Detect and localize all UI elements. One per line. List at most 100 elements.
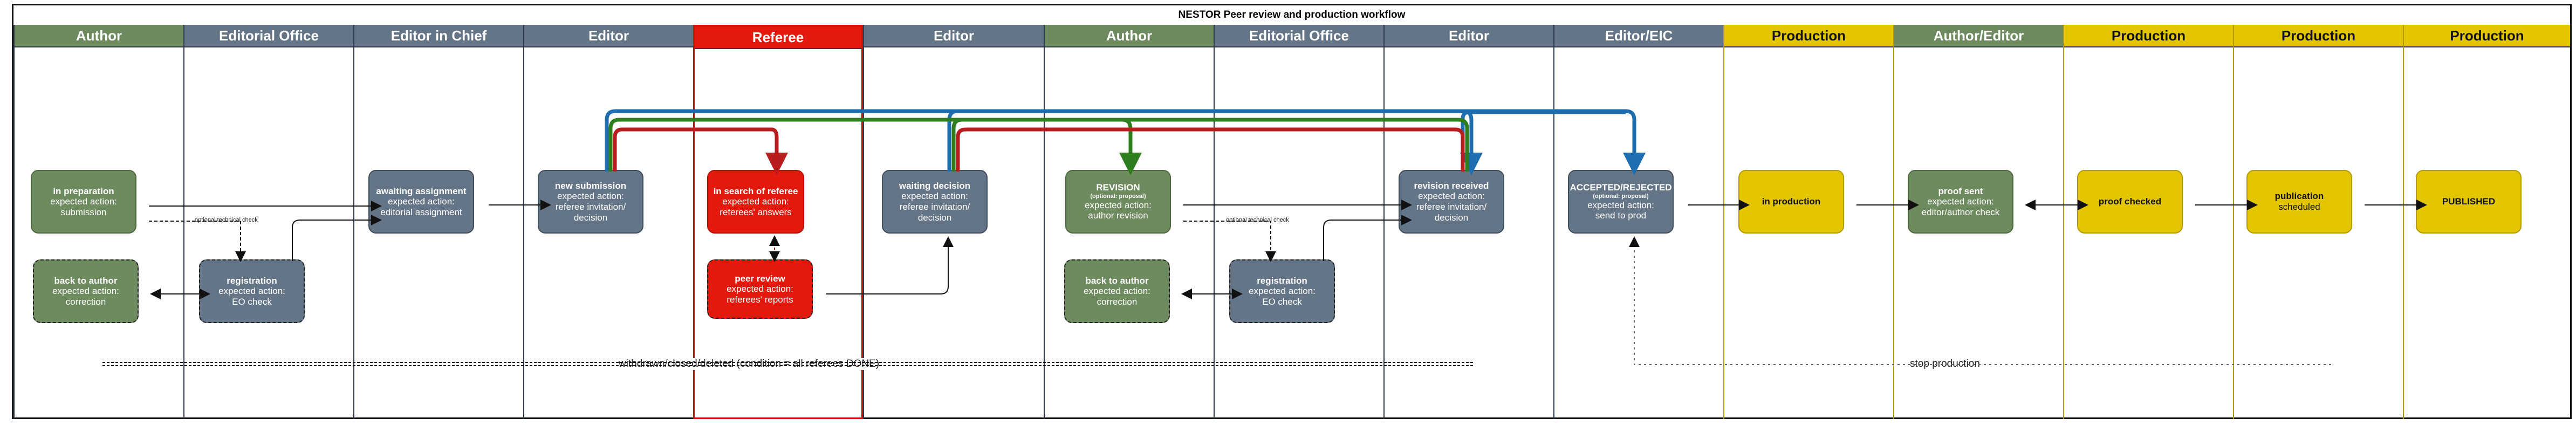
node-l2: referees' reports <box>727 294 793 305</box>
lane-3: Editor <box>523 25 693 419</box>
node-accepted-rejected: ACCEPTED/REJECTED(optional: proposal)exp… <box>1568 170 1674 234</box>
lane-header: Production <box>2064 25 2233 47</box>
node-title: publication <box>2274 191 2324 202</box>
stop-production-label: stop production <box>1908 358 1982 370</box>
node-title: proof sent <box>1938 186 1983 196</box>
lane-0: Author <box>13 25 183 419</box>
node-title: back to author <box>54 275 118 286</box>
node-sub: (optional: proposal) <box>1593 193 1649 200</box>
node-l1: expected action: <box>557 191 624 202</box>
lane-6: Author <box>1044 25 1214 419</box>
node-l2: EO check <box>232 296 272 307</box>
node-l2: editorial assignment <box>380 207 462 217</box>
node-l2: EO check <box>1262 296 1302 307</box>
lane-5: Editor <box>863 25 1044 419</box>
node-title: new submission <box>554 180 627 191</box>
node-published: PUBLISHED <box>2416 170 2522 234</box>
node-l2: submission <box>60 207 107 217</box>
lane-header: Referee <box>695 26 861 49</box>
node-l1: expected action: <box>50 196 117 207</box>
node-title: in preparation <box>53 186 114 196</box>
diagram-title: NESTOR Peer review and production workfl… <box>13 5 2570 26</box>
node-l2: referees' answers <box>720 207 792 217</box>
node-l1: expected action: <box>1418 191 1485 202</box>
lane-header: Production <box>1724 25 1893 47</box>
node-l2: referee invitation/ <box>899 202 970 212</box>
node-l3: decision <box>917 212 952 223</box>
node-l1: expected action: <box>388 196 455 207</box>
optional-check-hint-2: optional technical check <box>1226 217 1289 223</box>
node-l3: decision <box>573 212 608 223</box>
lane-header: Editor <box>864 25 1044 47</box>
node-l1: expected action: <box>52 286 119 297</box>
lane-14: Production <box>2403 25 2570 419</box>
node-title: proof checked <box>2098 196 2162 207</box>
node-l1: expected action: <box>1084 286 1150 297</box>
node-proof-checked: proof checked <box>2077 170 2183 234</box>
node-title: back to author <box>1085 275 1149 286</box>
node-l1: expected action: <box>1927 196 1994 207</box>
lane-header: Editor in Chief <box>354 25 523 47</box>
node-l2: correction <box>65 296 106 307</box>
diagram-frame: NESTOR Peer review and production workfl… <box>12 4 2572 419</box>
node-l2: author revision <box>1088 210 1148 221</box>
node-title: waiting decision <box>899 180 971 191</box>
node-l2: correction <box>1097 296 1138 307</box>
node-l2: editor/author check <box>1921 207 2000 217</box>
withdrawn-label: withdrawn/closed/deleted (condition = al… <box>616 358 882 370</box>
lane-12: Production <box>2063 25 2233 419</box>
node-title: ACCEPTED/REJECTED <box>1570 182 1672 193</box>
node-l1: expected action: <box>1085 200 1152 210</box>
lane-11: Author/Editor <box>1893 25 2063 419</box>
lane-9: Editor/EIC <box>1553 25 1723 419</box>
optional-check-hint-1: optional technical check <box>195 217 258 223</box>
lane-1: Editorial Office <box>183 25 353 419</box>
node-l1: scheduled <box>2278 202 2320 212</box>
lane-header: Editor <box>524 25 693 47</box>
node-l2: referee invitation/ <box>555 202 626 212</box>
node-l1: expected action: <box>722 196 789 207</box>
lane-10: Production <box>1723 25 1893 419</box>
node-title: registration <box>227 275 277 286</box>
node-title: in search of referee <box>713 186 798 196</box>
node-title: awaiting assignment <box>376 186 467 196</box>
node-l2: send to prod <box>1595 210 1647 221</box>
node-l1: expected action: <box>1249 286 1316 297</box>
node-title: registration <box>1257 275 1307 286</box>
lane-header: Editorial Office <box>1215 25 1383 47</box>
lane-13: Production <box>2233 25 2403 419</box>
lane-header: Editor <box>1385 25 1553 47</box>
node-title: REVISION <box>1096 182 1140 193</box>
node-title: in production <box>1762 196 1821 207</box>
node-l1: expected action: <box>901 191 968 202</box>
node-l2: referee invitation/ <box>1416 202 1487 212</box>
lane-header: Editor/EIC <box>1554 25 1723 47</box>
lane-header: Editorial Office <box>184 25 353 47</box>
node-l3: decision <box>1434 212 1469 223</box>
lane-4: Referee <box>693 25 863 419</box>
lane-header: Author <box>15 25 183 47</box>
node-in-production: in production <box>1738 170 1844 234</box>
node-l1: expected action: <box>1587 200 1654 210</box>
node-sub: (optional: proposal) <box>1090 193 1146 200</box>
lane-header: Production <box>2404 25 2570 47</box>
node-title: peer review <box>735 273 785 284</box>
lane-header: Author/Editor <box>1894 25 2063 47</box>
node-l1: expected action: <box>727 284 793 294</box>
node-title: revision received <box>1414 180 1489 191</box>
node-revision: REVISION(optional: proposal)expected act… <box>1065 170 1171 234</box>
lane-header: Author <box>1045 25 1214 47</box>
lane-header: Production <box>2234 25 2403 47</box>
